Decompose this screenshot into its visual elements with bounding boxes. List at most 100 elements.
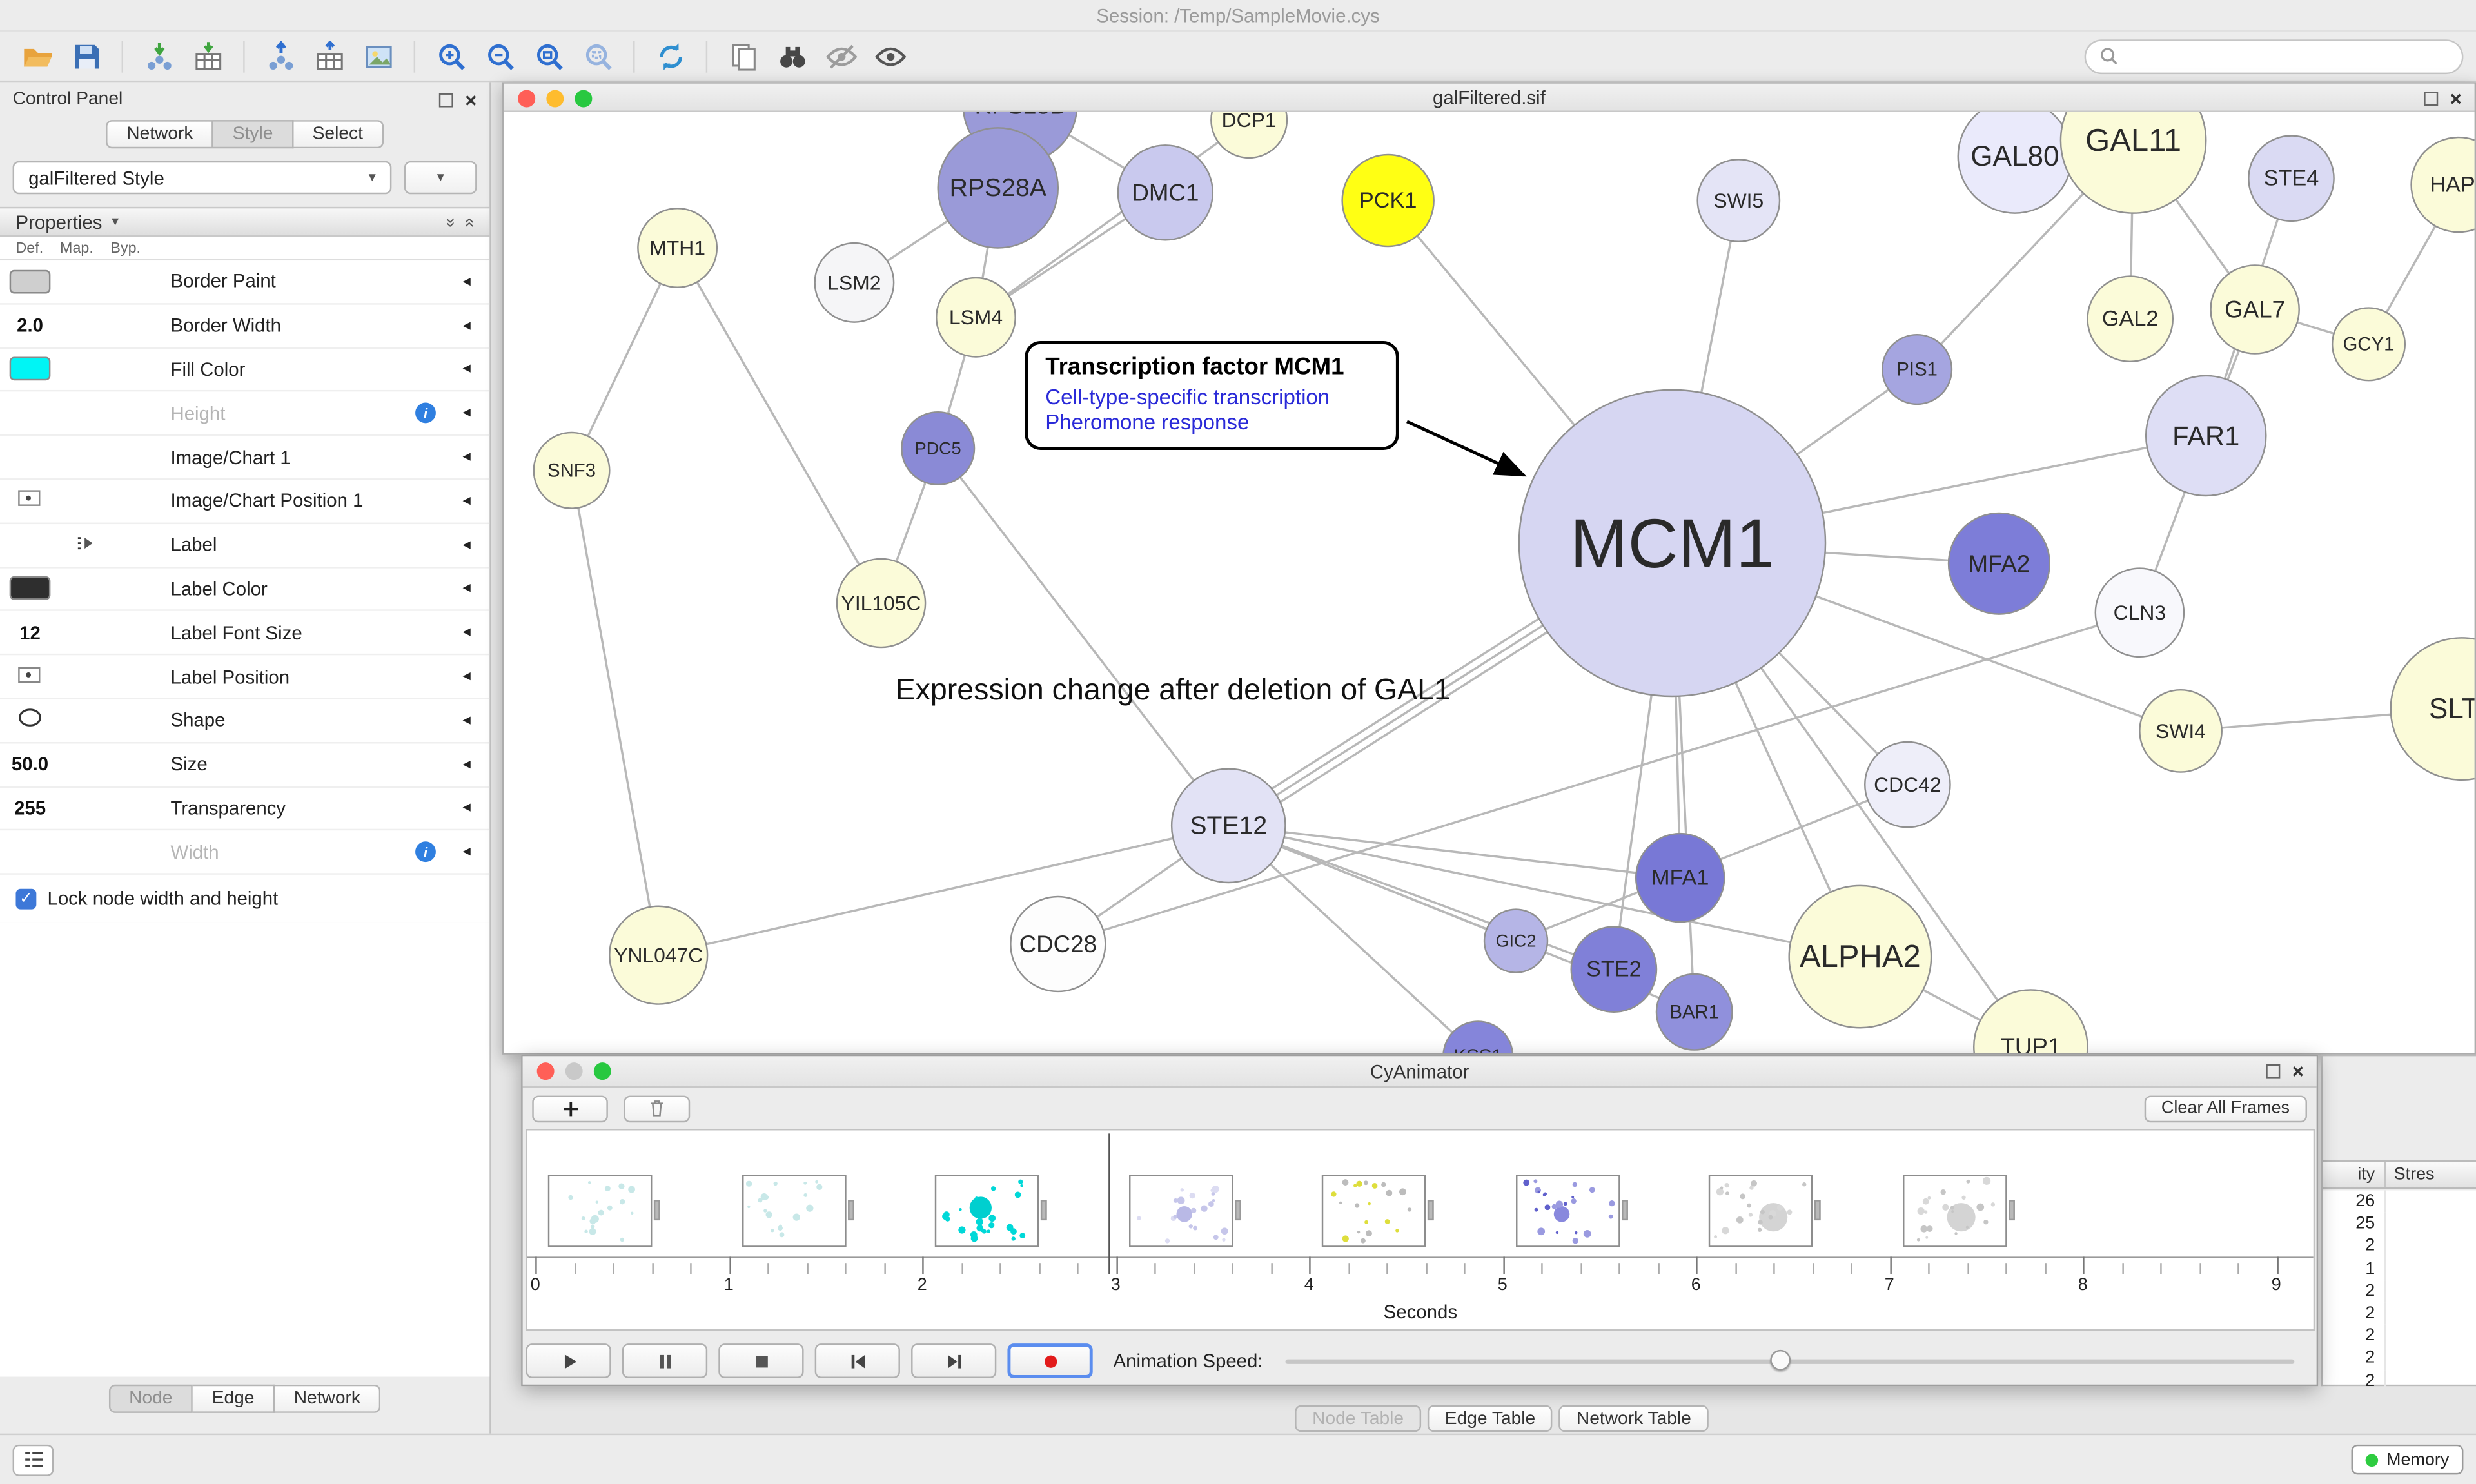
default-value-cell[interactable]	[0, 664, 60, 689]
tab-node-table[interactable]: Node Table	[1295, 1405, 1422, 1432]
network-node[interactable]	[1117, 144, 1214, 241]
network-node[interactable]	[1696, 159, 1781, 242]
row-expander-icon[interactable]: ◂	[462, 623, 471, 641]
row-expander-icon[interactable]: ◂	[462, 580, 471, 598]
property-row[interactable]: Image/Chart 1◂	[0, 436, 490, 480]
float-window-icon[interactable]	[2266, 1063, 2281, 1078]
play-button[interactable]	[526, 1343, 611, 1378]
default-value-cell[interactable]	[0, 489, 60, 514]
tab-edge-style[interactable]: Edge	[193, 1385, 275, 1414]
playhead[interactable]	[1107, 1133, 1110, 1274]
network-node[interactable]	[1635, 832, 1725, 923]
table-row[interactable]: 2	[2323, 1302, 2476, 1325]
style-options-button[interactable]: ▾	[404, 161, 477, 195]
animation-speed-slider[interactable]	[1284, 1349, 2295, 1371]
import-table-button[interactable]	[183, 35, 232, 77]
frame-resize-handle[interactable]	[653, 1200, 660, 1221]
pause-button[interactable]	[622, 1343, 708, 1378]
network-node[interactable]	[1788, 884, 1932, 1029]
network-node[interactable]	[533, 431, 611, 509]
export-table-button[interactable]	[305, 35, 354, 77]
default-value-cell[interactable]: 12	[0, 621, 60, 643]
refresh-button[interactable]	[646, 35, 695, 77]
table-row[interactable]: 2	[2323, 1235, 2476, 1258]
cyanimator-titlebar[interactable]: CyAnimator ×	[522, 1056, 2317, 1088]
network-node[interactable]	[2059, 112, 2207, 214]
frame-resize-handle[interactable]	[1620, 1200, 1627, 1221]
minimize-window-icon[interactable]	[546, 89, 564, 107]
property-row[interactable]: Label Position◂	[0, 656, 490, 699]
zoom-fit-button[interactable]	[524, 35, 573, 77]
property-row[interactable]: Border Paint◂	[0, 260, 490, 305]
network-node[interactable]	[2248, 135, 2335, 222]
frame-thumbnail[interactable]	[1128, 1175, 1233, 1247]
network-window-titlebar[interactable]: galFiltered.sif ×	[504, 83, 2475, 112]
network-canvas[interactable]: RPS28BDCP1PCK1SWI5GAL80GAL11STE4HAP4RPS2…	[504, 112, 2475, 1053]
network-node[interactable]	[1341, 153, 1435, 248]
property-row[interactable]: Label◂	[0, 524, 490, 568]
property-row[interactable]: Label Color◂	[0, 568, 490, 612]
table-row[interactable]: 2	[2323, 1347, 2476, 1370]
network-node[interactable]	[1655, 973, 1733, 1051]
close-window-icon[interactable]	[536, 1061, 555, 1079]
memory-button[interactable]: Memory	[2352, 1444, 2464, 1475]
annotation-link-2[interactable]: Pheromone response	[1045, 410, 1250, 434]
network-node[interactable]	[2094, 567, 2185, 658]
default-value-cell[interactable]	[0, 708, 60, 733]
import-network-button[interactable]	[134, 35, 183, 77]
show-button[interactable]	[865, 35, 914, 77]
network-node[interactable]	[936, 277, 1016, 358]
row-expander-icon[interactable]: ◂	[462, 756, 471, 774]
close-window-x-icon[interactable]: ×	[2450, 86, 2462, 110]
slider-thumb[interactable]	[1770, 1349, 1791, 1371]
annotation-link-1[interactable]: Cell-type-specific transcription	[1045, 385, 1330, 409]
table-row[interactable]: 26	[2323, 1190, 2476, 1213]
tab-network-style[interactable]: Network	[275, 1385, 381, 1414]
row-expander-icon[interactable]: ◂	[462, 712, 471, 730]
collapse-all-icon[interactable]: »	[440, 217, 460, 227]
row-expander-icon[interactable]: ◂	[462, 668, 471, 686]
network-node[interactable]	[2390, 637, 2475, 781]
table-column-header[interactable]: ity	[2323, 1162, 2386, 1187]
save-button[interactable]	[62, 35, 111, 77]
network-node[interactable]	[637, 208, 718, 288]
property-row[interactable]: Image/Chart Position 1◂	[0, 480, 490, 524]
tab-network-table[interactable]: Network Table	[1558, 1405, 1709, 1432]
network-node[interactable]	[1973, 989, 2088, 1053]
network-node[interactable]	[2410, 136, 2475, 233]
table-row[interactable]: 2	[2323, 1280, 2476, 1303]
close-window-x-icon[interactable]: ×	[2292, 1059, 2304, 1082]
default-value-cell[interactable]: 2.0	[0, 315, 60, 337]
table-row[interactable]: 1	[2323, 1257, 2476, 1280]
row-expander-icon[interactable]: ◂	[462, 448, 471, 466]
float-panel-icon[interactable]	[439, 92, 454, 107]
property-row[interactable]: Fill Color◂	[0, 348, 490, 393]
stop-button[interactable]	[718, 1343, 804, 1378]
mapping-cell[interactable]	[60, 533, 110, 557]
frame-resize-handle[interactable]	[1040, 1200, 1047, 1221]
table-column-header[interactable]: Stres	[2393, 1165, 2435, 1184]
row-expander-icon[interactable]: ◂	[462, 273, 471, 291]
properties-header[interactable]: Properties ▾ » »	[0, 206, 490, 237]
network-node[interactable]	[1442, 1020, 1514, 1053]
default-value-cell[interactable]	[0, 357, 60, 382]
add-frame-button[interactable]	[532, 1095, 608, 1122]
frame-thumbnail[interactable]	[547, 1175, 653, 1247]
annotation-box[interactable]: Transcription factor MCM1 Cell-type-spec…	[1025, 340, 1399, 450]
panel-menu-button[interactable]	[12, 1443, 54, 1476]
network-node[interactable]	[1570, 926, 1658, 1013]
network-node[interactable]	[2087, 275, 2174, 363]
export-image-button[interactable]	[354, 35, 403, 77]
network-node[interactable]	[836, 558, 927, 649]
zoom-window-icon[interactable]	[575, 89, 593, 107]
row-expander-icon[interactable]: ◂	[462, 492, 471, 510]
find-button[interactable]	[767, 35, 816, 77]
network-caption[interactable]: Expression change after deletion of GAL1	[895, 674, 1451, 708]
info-icon[interactable]: i	[415, 841, 436, 863]
network-node[interactable]	[2139, 688, 2223, 773]
network-node[interactable]	[1483, 908, 1549, 973]
frame-resize-handle[interactable]	[2007, 1200, 2014, 1221]
